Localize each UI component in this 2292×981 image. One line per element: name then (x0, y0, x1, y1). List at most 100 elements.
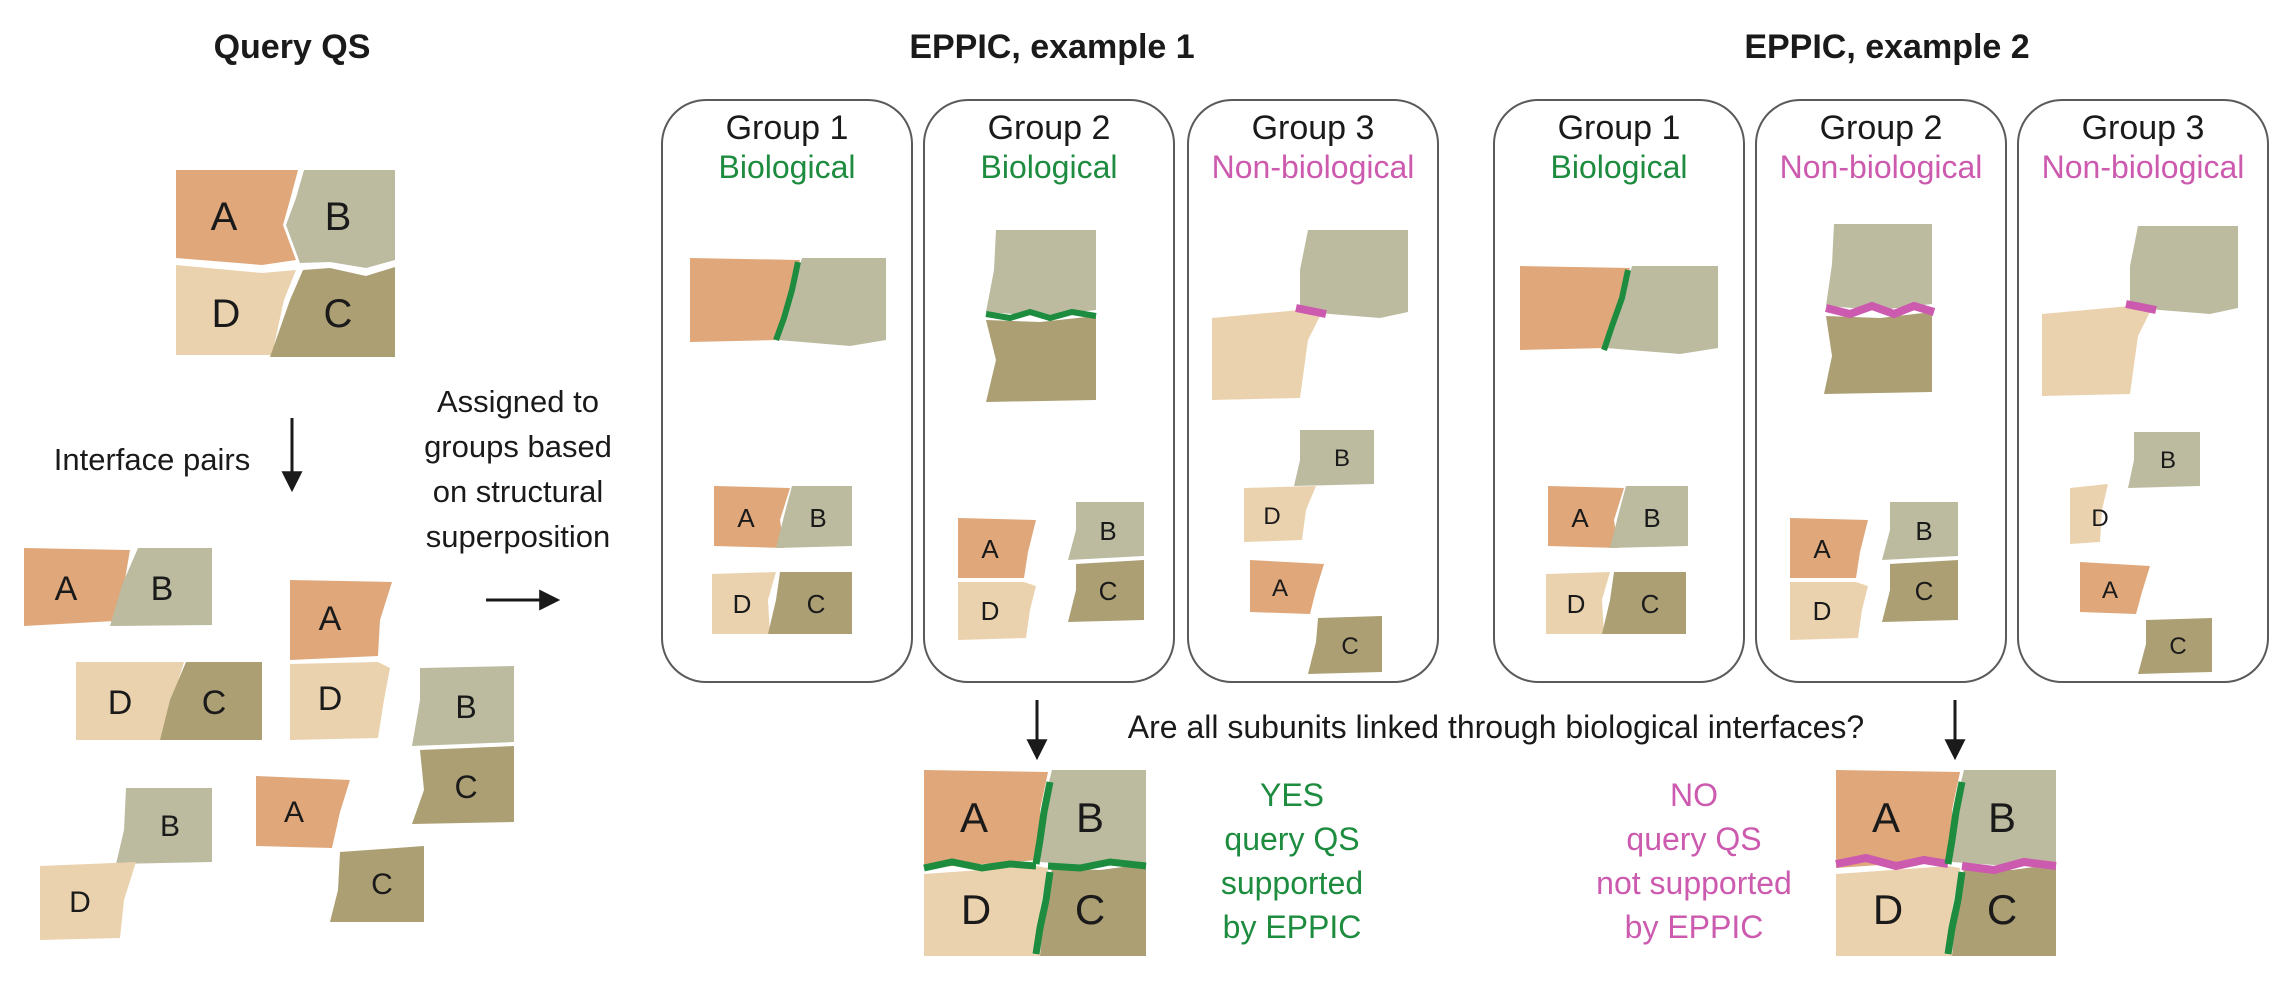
ex1-g2-sup-b (986, 230, 1096, 316)
ex1-g3-mini-b (1294, 430, 1374, 486)
ex1-g1-mini-a (714, 486, 790, 548)
result2-label-c: C (1987, 886, 2017, 933)
ex2-group-2-label: Non-biological (1780, 149, 1983, 185)
ex2-group-1-title: Group 1 (1558, 109, 1681, 147)
ex1-g2-mini-label-d: D (981, 596, 1000, 626)
ex2-g2-sup-c (1824, 312, 1932, 394)
label-c: C (324, 292, 353, 336)
pair-ab-label-a: A (55, 570, 78, 608)
pair-ab: A B (24, 548, 212, 626)
ex1-group-3-panel (1187, 99, 1439, 683)
ex1-g3-mini-c (1308, 616, 1382, 674)
assigned-line-2: groups based (424, 429, 612, 464)
example-2-panels: Group 1 Biological Group 2 Non-biologica… (1493, 99, 2269, 683)
ex1-g2-mini-b (1068, 502, 1144, 560)
ex2-g1-interface (1601, 269, 1631, 351)
ex1-g3-mini-label-c: C (1341, 633, 1358, 660)
result-assembly-2: A B D C (1835, 770, 2057, 956)
assigned-line-4: superposition (426, 519, 610, 554)
ex1-g2-mini-a (958, 518, 1036, 578)
ex2-g3-mini-label-c: C (2169, 633, 2186, 660)
ex2-group-1-panel (1493, 99, 1745, 683)
assigned-line-1: Assigned to (437, 384, 599, 419)
ex1-g1-mini-label-b: B (809, 503, 826, 533)
pair-bc-label-c: C (454, 769, 477, 805)
ex2-g1-mini-label-c: C (1641, 589, 1660, 619)
ex1-g1-mini-c (768, 572, 852, 634)
ex1-group-1-label: Biological (719, 149, 856, 185)
ex1-group-1-panel (661, 99, 913, 683)
ex2-g2-mini-d (1790, 582, 1868, 640)
verdict-2-line-3: not supported (1596, 865, 1792, 901)
ex1-g1-mini-d (712, 572, 776, 634)
ex1-g1-mini-label-d: D (733, 589, 752, 619)
example-2-title: EPPIC, example 2 (1744, 28, 2029, 66)
verdict-2-line-1: NO (1670, 777, 1718, 813)
ex2-g2-mini-b (1882, 502, 1958, 560)
ex1-g3-mini-d (1244, 486, 1316, 542)
label-a: A (211, 195, 238, 239)
subunit-c (270, 267, 395, 357)
ex1-group-1-title: Group 1 (726, 109, 849, 147)
ex1-g3-interface (1295, 304, 1327, 318)
ex2-g2-mini-label-a: A (1813, 534, 1831, 564)
ex2-g1-mini-label-a: A (1571, 503, 1589, 533)
ex2-g1-mini-label-b: B (1643, 503, 1660, 533)
ex2-g3-mini-b (2128, 432, 2200, 488)
result2-label-b: B (1988, 794, 2016, 841)
example-1-panels: Group 1 Biological Group 2 Biological Gr… (661, 99, 1439, 683)
query-assembly: A B D C (176, 170, 395, 357)
ex1-g1-sup-a (690, 258, 800, 342)
ex2-g3-mini-d (2070, 484, 2108, 544)
result1-label-a: A (960, 794, 988, 841)
ex2-g1-sup-a (1520, 266, 1630, 350)
verdict-1-line-1: YES (1260, 777, 1324, 813)
query-qs-title: Query QS (214, 28, 371, 66)
ex2-g3-mini-a (2080, 562, 2150, 614)
label-d: D (212, 292, 241, 336)
ex2-g2-mini-label-b: B (1915, 516, 1932, 546)
ex2-g2-mini-c (1882, 560, 1958, 622)
pair-bd: B D (40, 788, 212, 940)
ex2-g3-mini-label-d: D (2091, 505, 2108, 532)
ex2-g1-mini-a (1548, 486, 1624, 548)
ex1-group-2-panel (923, 99, 1175, 683)
ex2-g2-mini-a (1790, 518, 1868, 578)
ex2-g3-mini-label-a: A (2102, 577, 2118, 604)
ex2-group-2-title: Group 2 (1820, 109, 1943, 147)
pair-bd-label-d: D (69, 886, 91, 919)
ex1-g2-mini-label-b: B (1099, 516, 1116, 546)
ex2-g1-mini-d (1546, 572, 1610, 634)
pair-dc-label-d: D (108, 684, 133, 722)
interface-pairs-label: Interface pairs (54, 442, 250, 477)
ex1-g3-sup-d (1212, 310, 1320, 400)
result2-label-d: D (1873, 886, 1903, 933)
ex1-group-2-label: Biological (981, 149, 1118, 185)
ex2-g3-mini-label-b: B (2160, 447, 2176, 474)
subunit-b (286, 170, 395, 268)
verdict-1-line-3: supported (1221, 865, 1363, 901)
subunit-a (176, 170, 298, 265)
ex2-g3-interface (2125, 300, 2157, 314)
ex1-g3-mini-label-b: B (1334, 445, 1350, 472)
ex2-g1-mini-c (1602, 572, 1686, 634)
ex2-g1-sup-b (1606, 266, 1718, 354)
ex1-group-3-title: Group 3 (1252, 109, 1375, 147)
pair-ac-label-c: C (371, 868, 393, 901)
ex2-group-3-title: Group 3 (2082, 109, 2205, 147)
pair-bc: B C (412, 666, 514, 824)
ex1-g1-mini-b (776, 486, 852, 548)
verdict-1-line-4: by EPPIC (1223, 909, 1362, 945)
ex2-g2-mini-label-d: D (1813, 596, 1832, 626)
pair-ad-label-a: A (319, 600, 342, 638)
pair-dc-label-c: C (202, 684, 227, 722)
verdict-1-line-2: query QS (1224, 821, 1359, 857)
ex2-g2-mini-label-c: C (1915, 576, 1934, 606)
ex1-g3-mini-a (1250, 560, 1324, 614)
pair-ad-label-d: D (318, 680, 343, 718)
verdict-2-line-4: by EPPIC (1625, 909, 1764, 945)
result-assembly-1: A B D C (923, 770, 1147, 956)
ex1-g2-mini-label-c: C (1099, 576, 1118, 606)
ex2-g1-mini-b (1610, 486, 1688, 548)
result1-label-d: D (961, 886, 991, 933)
